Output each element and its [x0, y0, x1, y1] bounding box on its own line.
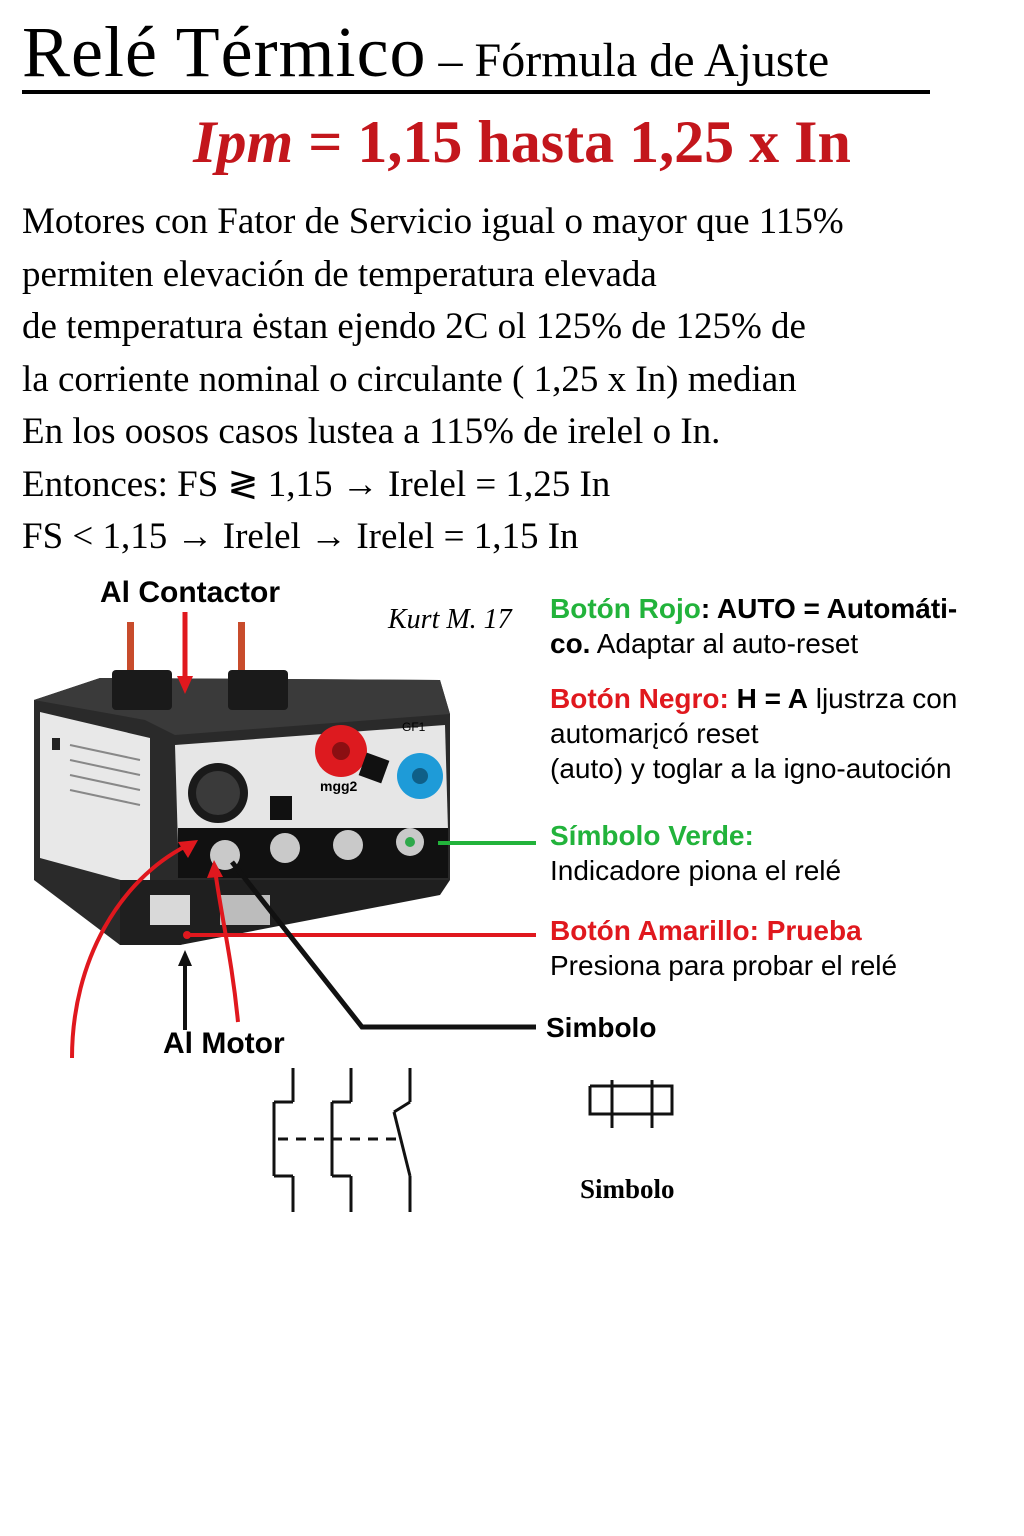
symbol-callout-line [230, 860, 536, 1030]
page-title: Relé Térmico – Fórmula de Ajuste [22, 10, 930, 94]
formula-rest: = 1,15 hasta 1,25 x In [293, 109, 851, 175]
formula-ipm: Ipm [193, 109, 294, 175]
contact-symbol [272, 1068, 412, 1212]
green-symbol-title: Símbolo Verde: [550, 820, 754, 851]
terminal-block-right [228, 670, 288, 710]
paragraph-line: En los oosos casos lustea a 115% de irel… [22, 411, 721, 452]
red-curved-arrow [70, 844, 187, 1059]
bottom-terminal [150, 895, 190, 925]
paragraph-line: Entonces: FS ≷ 1,15 → Irelel = 1,25 In [22, 463, 611, 505]
top-wire-right [238, 622, 245, 692]
thermal-symbol [588, 1080, 674, 1128]
yellow-button-title: Botón Amarillo: Prueba [550, 915, 862, 946]
red-curved-arrow [213, 869, 240, 1023]
credit-text: Kurt M. 17 [388, 604, 512, 635]
yellow-button-callout: Botón Amarillo: Prueba Presiona para pro… [550, 915, 898, 981]
device-brand: mgg2 [320, 778, 358, 794]
paragraph-line: de temperatura ėstan ejendo 2C ol 125% d… [22, 306, 806, 347]
title-underline [22, 90, 930, 94]
green-indicator [405, 837, 415, 847]
front-panel [175, 725, 448, 845]
explanation-paragraph: Motores con Fator de Servicio igual o ma… [22, 196, 1012, 564]
green-symbol-callout: Símbolo Verde: Indicadore piona el relé [550, 820, 842, 886]
stop-button[interactable] [358, 752, 390, 784]
symbol-bottom-label: Simbolo [580, 1174, 675, 1204]
title-main: Relé Térmico [22, 12, 427, 92]
paragraph-line: permiten elevación de temperatura elevad… [22, 253, 657, 295]
contactor-label: Al Contactor [100, 576, 280, 609]
red-button-desc: Adaptar al auto-reset [590, 628, 859, 659]
symbol-callout-label: Simbolo [546, 1012, 657, 1043]
motor-label: Al Motor [163, 1027, 285, 1060]
relay-bottom [120, 880, 450, 945]
red-button-title: Botón Rojo [550, 593, 701, 624]
title-subtitle: – Fórmula de Ajuste [438, 34, 830, 87]
paragraph-line: Motores con Fator de Servicio igual o ma… [22, 201, 844, 242]
red-button-callout: Botón Rojo: AUTO = Automáti- co. Adaptar… [550, 593, 958, 659]
device-tag: GF1 [402, 720, 426, 734]
black-button-title: Botón Negro: [550, 683, 729, 714]
formula: Ipm = 1,15 hasta 1,25 x In [0, 108, 1024, 177]
top-wire-left [127, 622, 134, 692]
black-button[interactable] [270, 796, 292, 820]
paragraph-line: la corriente nominal o circulante ( 1,25… [22, 358, 797, 400]
screw-terminal [333, 830, 363, 860]
screw-terminal [270, 833, 300, 863]
black-button-callout: Botón Negro: H = A ljustrza con automarį… [550, 683, 958, 784]
red-button-mode: AUTO = Automáti- [716, 593, 958, 624]
terminal-block-left [112, 670, 172, 710]
side-label-logo [52, 738, 60, 750]
paragraph-line: FS < 1,15 → Irelel → Irelel = 1,15 In [22, 516, 579, 557]
